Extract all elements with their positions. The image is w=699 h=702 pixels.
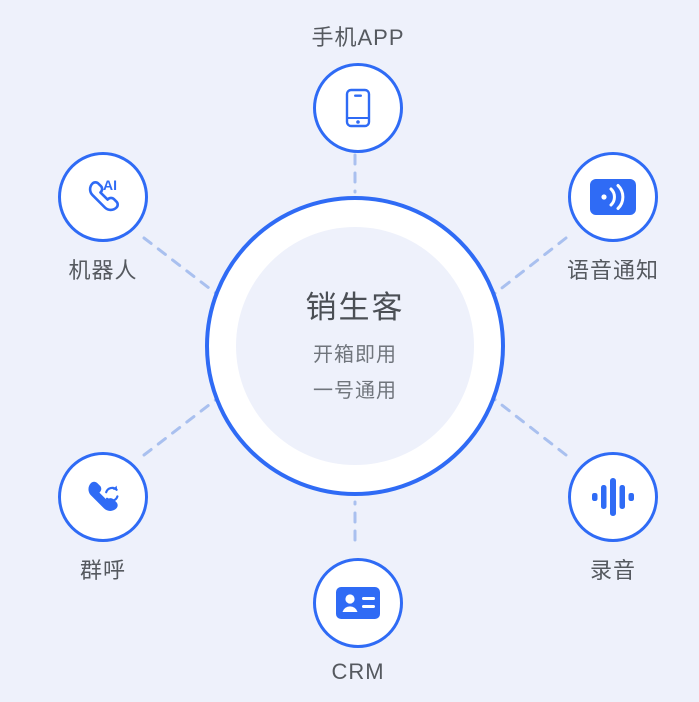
node-mobile-app-label: 手机APP	[311, 25, 405, 50]
waveform-icon	[587, 471, 639, 523]
hub-title: 销生客	[305, 289, 405, 325]
node-recording-label: 录音	[589, 558, 636, 583]
hub-subtitle-line-1: 开箱即用	[313, 343, 397, 366]
node-crm-label: CRM	[331, 659, 385, 684]
ai-phone-icon: AI	[76, 170, 130, 224]
node-group-call-label: 群呼	[79, 558, 126, 583]
node-crm-circle[interactable]	[313, 558, 403, 648]
node-voice-notice-label: 语音通知	[566, 258, 659, 283]
voice-broadcast-icon	[587, 171, 639, 223]
node-crm[interactable]: CRM	[283, 558, 433, 685]
node-mobile-app-circle[interactable]	[313, 63, 403, 153]
hub-subtitle-line-2: 一号通用	[313, 379, 397, 402]
phone-refresh-icon	[76, 470, 130, 524]
node-mobile-app[interactable]: 手机APP	[283, 20, 433, 153]
node-recording[interactable]: 录音	[538, 452, 688, 585]
node-group-call-circle[interactable]	[58, 452, 148, 542]
node-recording-circle[interactable]	[568, 452, 658, 542]
node-robot-circle[interactable]: AI	[58, 152, 148, 242]
node-robot-label: 机器人	[68, 258, 138, 283]
central-hub: 销生客 开箱即用 一号通用	[205, 196, 505, 496]
contact-card-icon	[332, 577, 384, 629]
connector-recording	[487, 393, 568, 457]
node-group-call[interactable]: 群呼	[28, 452, 178, 585]
node-voice-notice-circle[interactable]	[568, 152, 658, 242]
central-hub-inner: 销生客 开箱即用 一号通用	[236, 227, 474, 465]
node-voice-notice[interactable]: 语音通知	[538, 152, 688, 285]
connector-group-call	[142, 393, 224, 457]
smartphone-icon	[333, 83, 383, 133]
node-robot[interactable]: AI 机器人	[28, 152, 178, 285]
ai-badge-text: AI	[103, 177, 117, 193]
